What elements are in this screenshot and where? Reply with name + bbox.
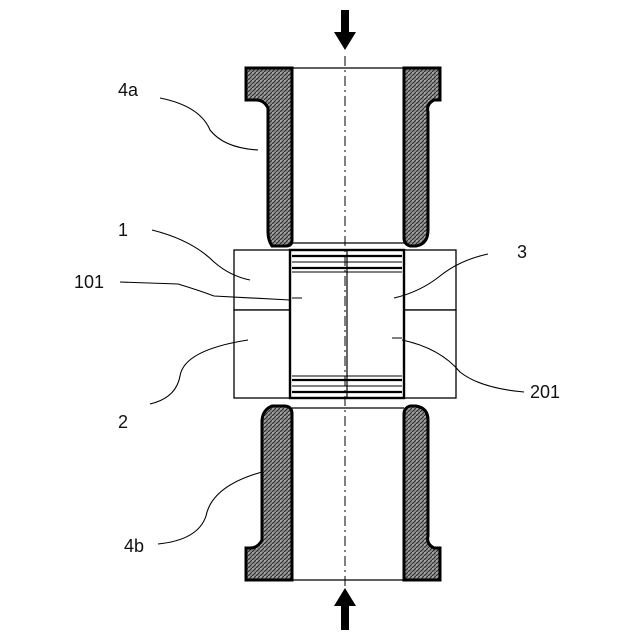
label-101: 101: [74, 272, 104, 292]
label-201: 201: [530, 382, 560, 402]
lower-right-wall: [404, 406, 440, 580]
upper-left-wall: [246, 68, 292, 246]
label-4b: 4b: [124, 536, 144, 556]
upper-tool-4a: [246, 68, 440, 246]
label-3: 3: [517, 242, 527, 262]
leader-4b: [158, 472, 262, 544]
lower-left-wall: [246, 406, 292, 580]
leader-2: [150, 340, 248, 404]
lower-tool-4b: [246, 406, 440, 580]
upper-right-wall: [404, 68, 440, 246]
arrow-up-icon: [334, 588, 356, 630]
label-4a: 4a: [118, 80, 139, 100]
arrow-down-icon: [334, 10, 356, 50]
label-2: 2: [118, 412, 128, 432]
leader-4a: [160, 98, 258, 150]
label-1: 1: [118, 220, 128, 240]
